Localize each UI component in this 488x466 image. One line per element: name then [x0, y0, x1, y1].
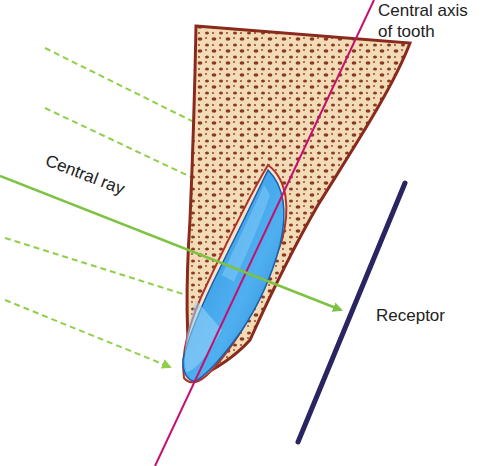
axis-label: Central axis of tooth [378, 0, 484, 42]
receptor-label: Receptor [376, 305, 476, 326]
ray-label: Central ray [42, 150, 162, 213]
